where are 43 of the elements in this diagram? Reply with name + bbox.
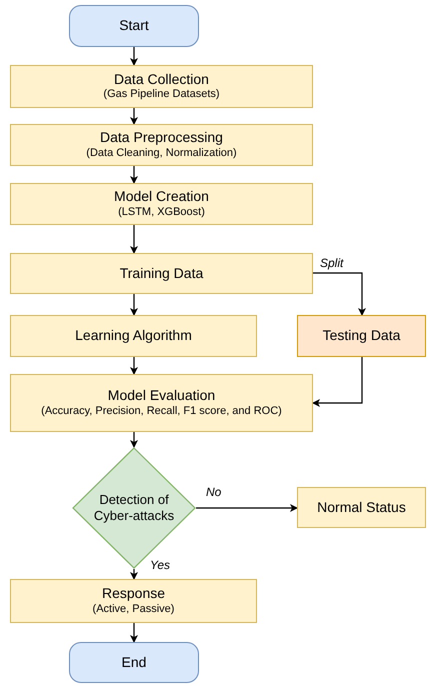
edge-label: No (206, 486, 222, 498)
arrow (130, 225, 138, 254)
node-title: End (122, 654, 146, 672)
node-title: Model Evaluation (108, 387, 216, 405)
process-box (297, 315, 426, 357)
node-title: Testing Data (322, 327, 400, 345)
edge-label: Split (320, 257, 344, 269)
arrow (312, 357, 363, 407)
arrow (130, 432, 138, 448)
node-subtitle: (Data Cleaning, Normalization) (86, 146, 237, 161)
node-subtitle: (Active, Passive) (92, 602, 174, 617)
arrow (313, 272, 366, 316)
node-title: Start (119, 17, 149, 35)
process-box (10, 579, 257, 623)
arrow (130, 294, 138, 316)
arrow (130, 108, 138, 125)
arrow (130, 166, 138, 184)
node-subtitle: (Gas Pipeline Datasets) (103, 88, 220, 102)
node-subtitle: (LSTM, XGBoost) (118, 206, 205, 220)
process-box (10, 253, 313, 294)
node-title: Data Preprocessing (100, 129, 223, 147)
edge-label: Yes (150, 559, 170, 571)
node-title: Data Collection (114, 70, 209, 88)
node-title: Normal Status (317, 498, 406, 516)
arrow (130, 569, 138, 580)
node-title: Response (102, 585, 166, 603)
arrow (196, 504, 298, 512)
node-subtitle: (Accuracy, Precision, Recall, F1 score, and ROC) (41, 404, 282, 419)
terminal-box (69, 642, 199, 683)
process-box (10, 315, 257, 357)
arrow (130, 357, 138, 375)
process-box (10, 374, 313, 432)
node-title: Learning Algorithm (75, 327, 192, 345)
arrow (130, 47, 138, 66)
node-title: Detection of Cyber-attacks (92, 492, 176, 524)
process-box (10, 183, 313, 225)
process-box (10, 124, 313, 166)
node-title: Model Creation (114, 188, 209, 206)
terminal-box (69, 5, 199, 47)
process-box (297, 487, 426, 528)
arrow (130, 623, 138, 643)
process-box (10, 65, 313, 108)
node-title: Training Data (120, 264, 204, 282)
